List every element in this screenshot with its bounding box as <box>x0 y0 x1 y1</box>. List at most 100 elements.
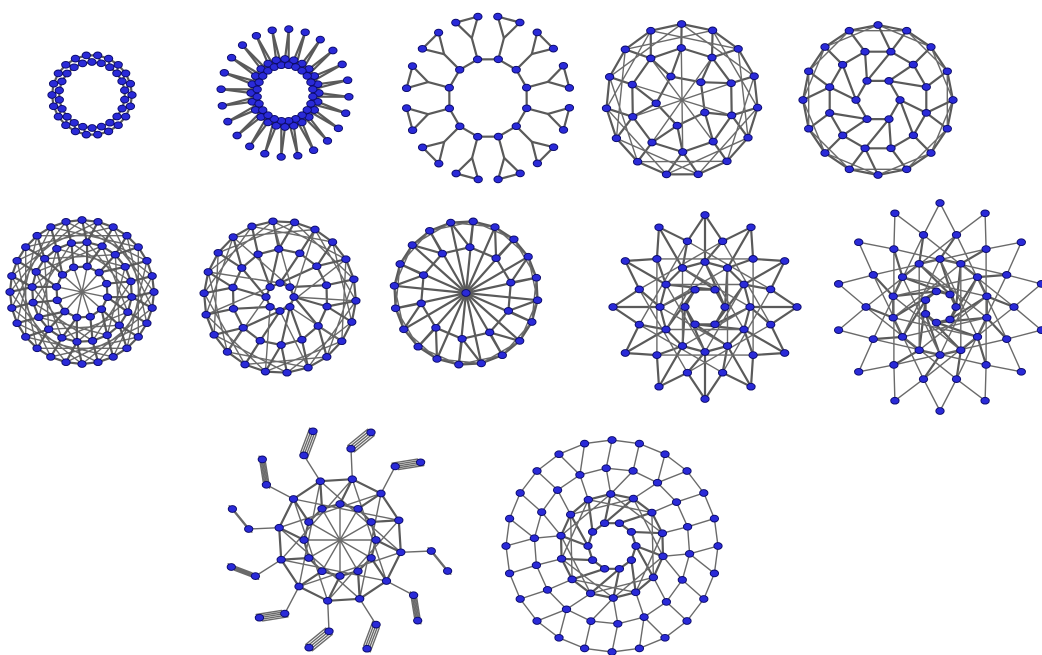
graph-node <box>348 319 356 326</box>
graph-edge <box>281 560 299 587</box>
graph-node <box>889 293 897 300</box>
graph-node <box>48 92 56 99</box>
graph-node <box>303 73 311 80</box>
graph-node <box>648 139 656 146</box>
graph-node <box>367 429 375 436</box>
graph-node <box>304 364 312 371</box>
graph-node <box>861 145 869 152</box>
graph-node <box>290 294 298 301</box>
graph-node <box>683 468 691 475</box>
graph-node <box>834 327 842 334</box>
graph-node <box>936 256 944 263</box>
graph-node <box>694 171 702 178</box>
graph-node <box>653 479 661 486</box>
graph-node <box>896 97 904 104</box>
graph-edge <box>285 587 299 614</box>
graph-node <box>290 219 298 226</box>
graph-node <box>121 263 129 270</box>
graph-node <box>70 264 78 271</box>
graph-edge <box>658 471 688 483</box>
graph-node <box>62 359 70 366</box>
graph-node <box>109 224 117 231</box>
graph-node <box>863 116 871 123</box>
graph-node <box>134 334 142 341</box>
graph-edge <box>636 592 644 617</box>
graph-node <box>635 321 643 328</box>
graph-edge <box>704 573 715 599</box>
graph-node <box>615 520 623 527</box>
graph-node <box>55 87 63 94</box>
graph-edge <box>639 617 644 648</box>
graph-edge <box>320 479 352 481</box>
graph-node <box>946 316 954 323</box>
graph-node <box>452 170 460 177</box>
graph-node <box>123 345 131 352</box>
graph-edge <box>651 48 682 58</box>
graph-node <box>377 490 385 497</box>
graph-node <box>258 456 266 463</box>
graph-node <box>62 122 70 129</box>
graph-edge <box>279 528 281 560</box>
graph-node <box>723 158 731 165</box>
graph-node <box>408 63 416 70</box>
graph-node <box>45 326 53 333</box>
graph-node <box>658 530 666 537</box>
graph-edge <box>371 558 386 581</box>
graph-node <box>97 306 105 313</box>
graph-node <box>659 553 667 560</box>
graph-node <box>62 61 70 68</box>
graph-node <box>672 499 680 506</box>
graph-edge <box>657 355 659 387</box>
graph-edge <box>281 479 352 560</box>
graph-edge <box>683 142 714 152</box>
graph-edge <box>677 502 688 527</box>
graph-node <box>345 93 353 100</box>
graph-edge <box>613 598 618 624</box>
graph-edge <box>633 117 652 143</box>
graph-node <box>114 122 122 129</box>
graph-node <box>224 118 232 125</box>
graph-node <box>356 595 364 602</box>
graph-node <box>229 234 237 241</box>
graph-edge <box>636 533 663 592</box>
graph-node <box>88 338 96 345</box>
graph-node <box>255 100 263 107</box>
graph-node <box>516 596 524 603</box>
graph-node <box>562 606 570 613</box>
graph-node <box>427 548 435 555</box>
graph-node <box>621 350 629 357</box>
graph-node <box>723 265 731 272</box>
graph-edge <box>751 355 753 387</box>
graph-node <box>861 48 869 55</box>
graph-7-nodes <box>200 218 360 376</box>
graph-node <box>746 304 754 311</box>
graph-edge <box>663 556 682 580</box>
graph-edge <box>839 330 874 339</box>
graph-node <box>218 102 226 109</box>
graph-node <box>718 238 726 245</box>
graph-node <box>275 246 283 253</box>
graph-10 <box>834 200 1042 415</box>
graph-edge <box>613 289 639 307</box>
graph-edge <box>381 466 395 493</box>
graph-edge <box>644 617 665 638</box>
graph-node <box>88 125 96 132</box>
graph-node <box>701 212 709 219</box>
graph-node <box>826 110 834 117</box>
graph-node <box>347 445 355 452</box>
graph-node <box>474 176 482 183</box>
graph-node <box>97 123 105 130</box>
graph-edge <box>894 365 895 401</box>
graph-edge <box>652 126 677 143</box>
graph-node <box>229 284 237 291</box>
graph-node <box>261 368 269 375</box>
graph-2-nodes <box>217 26 353 161</box>
graph-node <box>252 32 260 39</box>
graph-node <box>549 45 557 52</box>
graph-node <box>338 338 346 345</box>
graph-node <box>82 131 90 138</box>
graph-edge <box>580 475 588 500</box>
graph-node <box>134 244 142 251</box>
graph-edge <box>510 519 535 539</box>
